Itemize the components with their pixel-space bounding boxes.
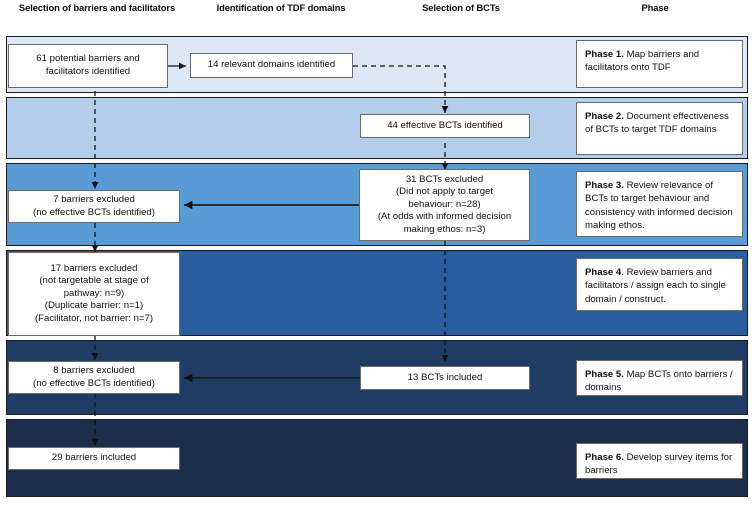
column-header-phase: Phase bbox=[641, 2, 669, 13]
phase-3-text: Review relevance of BCTs to target behav… bbox=[585, 180, 733, 232]
phase-4-text: Review barriers and facilitators / assig… bbox=[585, 267, 726, 305]
phase-label-2: Phase 2. Document effectiveness of BCTs … bbox=[576, 102, 743, 155]
phase-label-4: Phase 4. Review barriers and facilitator… bbox=[576, 258, 743, 311]
node-8-barriers-excluded[interactable]: 8 barriers excluded (no effective BCTs i… bbox=[8, 361, 180, 394]
phase-label-3: Phase 3. Review relevance of BCTs to tar… bbox=[576, 171, 743, 237]
phase-label-5: Phase 5. Map BCTs onto barriers / domain… bbox=[576, 360, 743, 396]
phase-2-text: Document effectiveness of BCTs to target… bbox=[585, 111, 729, 136]
node-7-barriers-excluded[interactable]: 7 barriers excluded (no effective BCTs i… bbox=[8, 190, 180, 223]
phase-3-title: Phase 3. bbox=[585, 180, 624, 191]
phase-1-text: Map barriers and facilitators onto TDF bbox=[585, 49, 700, 74]
node-14-relevant-domains[interactable]: 14 relevant domains identified bbox=[190, 53, 353, 78]
column-header-identification-of-tdf-domains: Identification of TDF domains bbox=[216, 2, 346, 13]
node-29-barriers-included[interactable]: 29 barriers included bbox=[8, 447, 180, 470]
node-61-potential-barriers[interactable]: 61 potential barriers and facilitators i… bbox=[8, 44, 168, 88]
column-header-selection-of-barriers: Selection of barriers and facilitators bbox=[18, 2, 176, 13]
phase-6-title: Phase 6. bbox=[585, 452, 624, 463]
node-44-effective-bcts[interactable]: 44 effective BCTs identified bbox=[360, 114, 530, 138]
phase-2-title: Phase 2. bbox=[585, 111, 624, 122]
phase-5-title: Phase 5. bbox=[585, 369, 624, 380]
node-31-bcts-excluded[interactable]: 31 BCTs excluded (Did not apply to targe… bbox=[359, 169, 530, 241]
phase-label-1: Phase 1. Map barriers and facilitators o… bbox=[576, 40, 743, 88]
node-13-bcts-included[interactable]: 13 BCTs included bbox=[360, 366, 530, 390]
phase-1-title: Phase 1. bbox=[585, 49, 624, 60]
phase-label-6: Phase 6. Develop survey items for barrie… bbox=[576, 443, 743, 479]
phase-4-title: Phase 4. bbox=[585, 267, 624, 278]
column-header-selection-of-bcts: Selection of BCTs bbox=[422, 2, 500, 13]
node-17-barriers-excluded[interactable]: 17 barriers excluded (not targetable at … bbox=[8, 252, 180, 336]
phase-6-text: Develop survey items for barriers bbox=[585, 452, 733, 477]
phase-5-text: Map BCTs onto barriers / domains bbox=[585, 369, 733, 394]
